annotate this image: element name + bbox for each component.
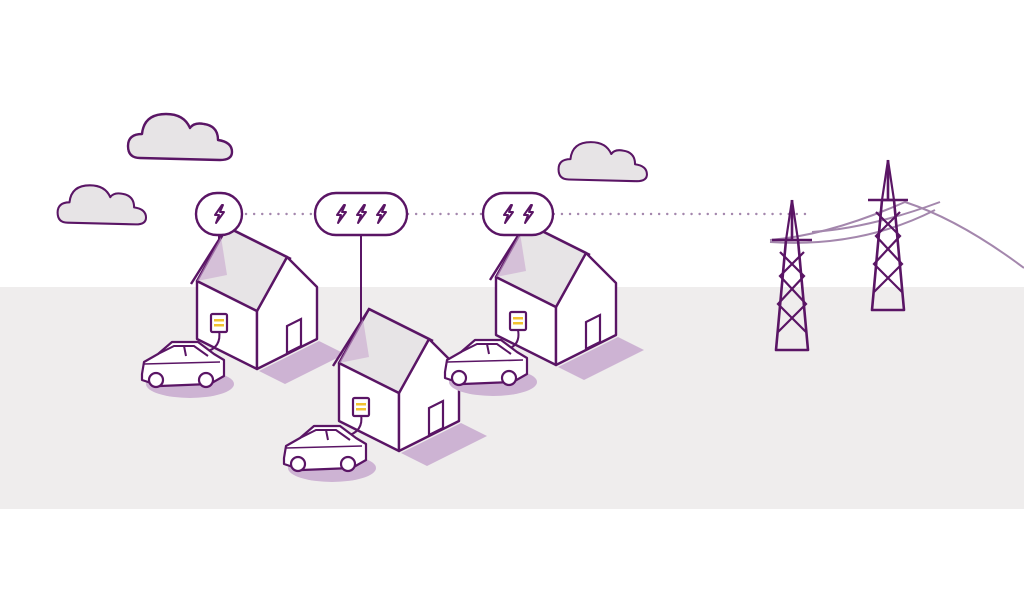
cloud-icon [56, 184, 148, 226]
lightning-bubble-icon [313, 191, 409, 237]
battery-meter-icon [351, 396, 371, 418]
cloud-icon [557, 141, 648, 183]
lightning-bubble-icon [194, 191, 244, 237]
power-line [769, 200, 1024, 269]
lightning-bubble-icon [481, 191, 555, 237]
battery-meter-icon [508, 310, 528, 332]
cloud-icon [126, 112, 234, 162]
power-line [811, 201, 941, 233]
battery-meter-icon [209, 312, 229, 334]
power-line [769, 209, 936, 244]
